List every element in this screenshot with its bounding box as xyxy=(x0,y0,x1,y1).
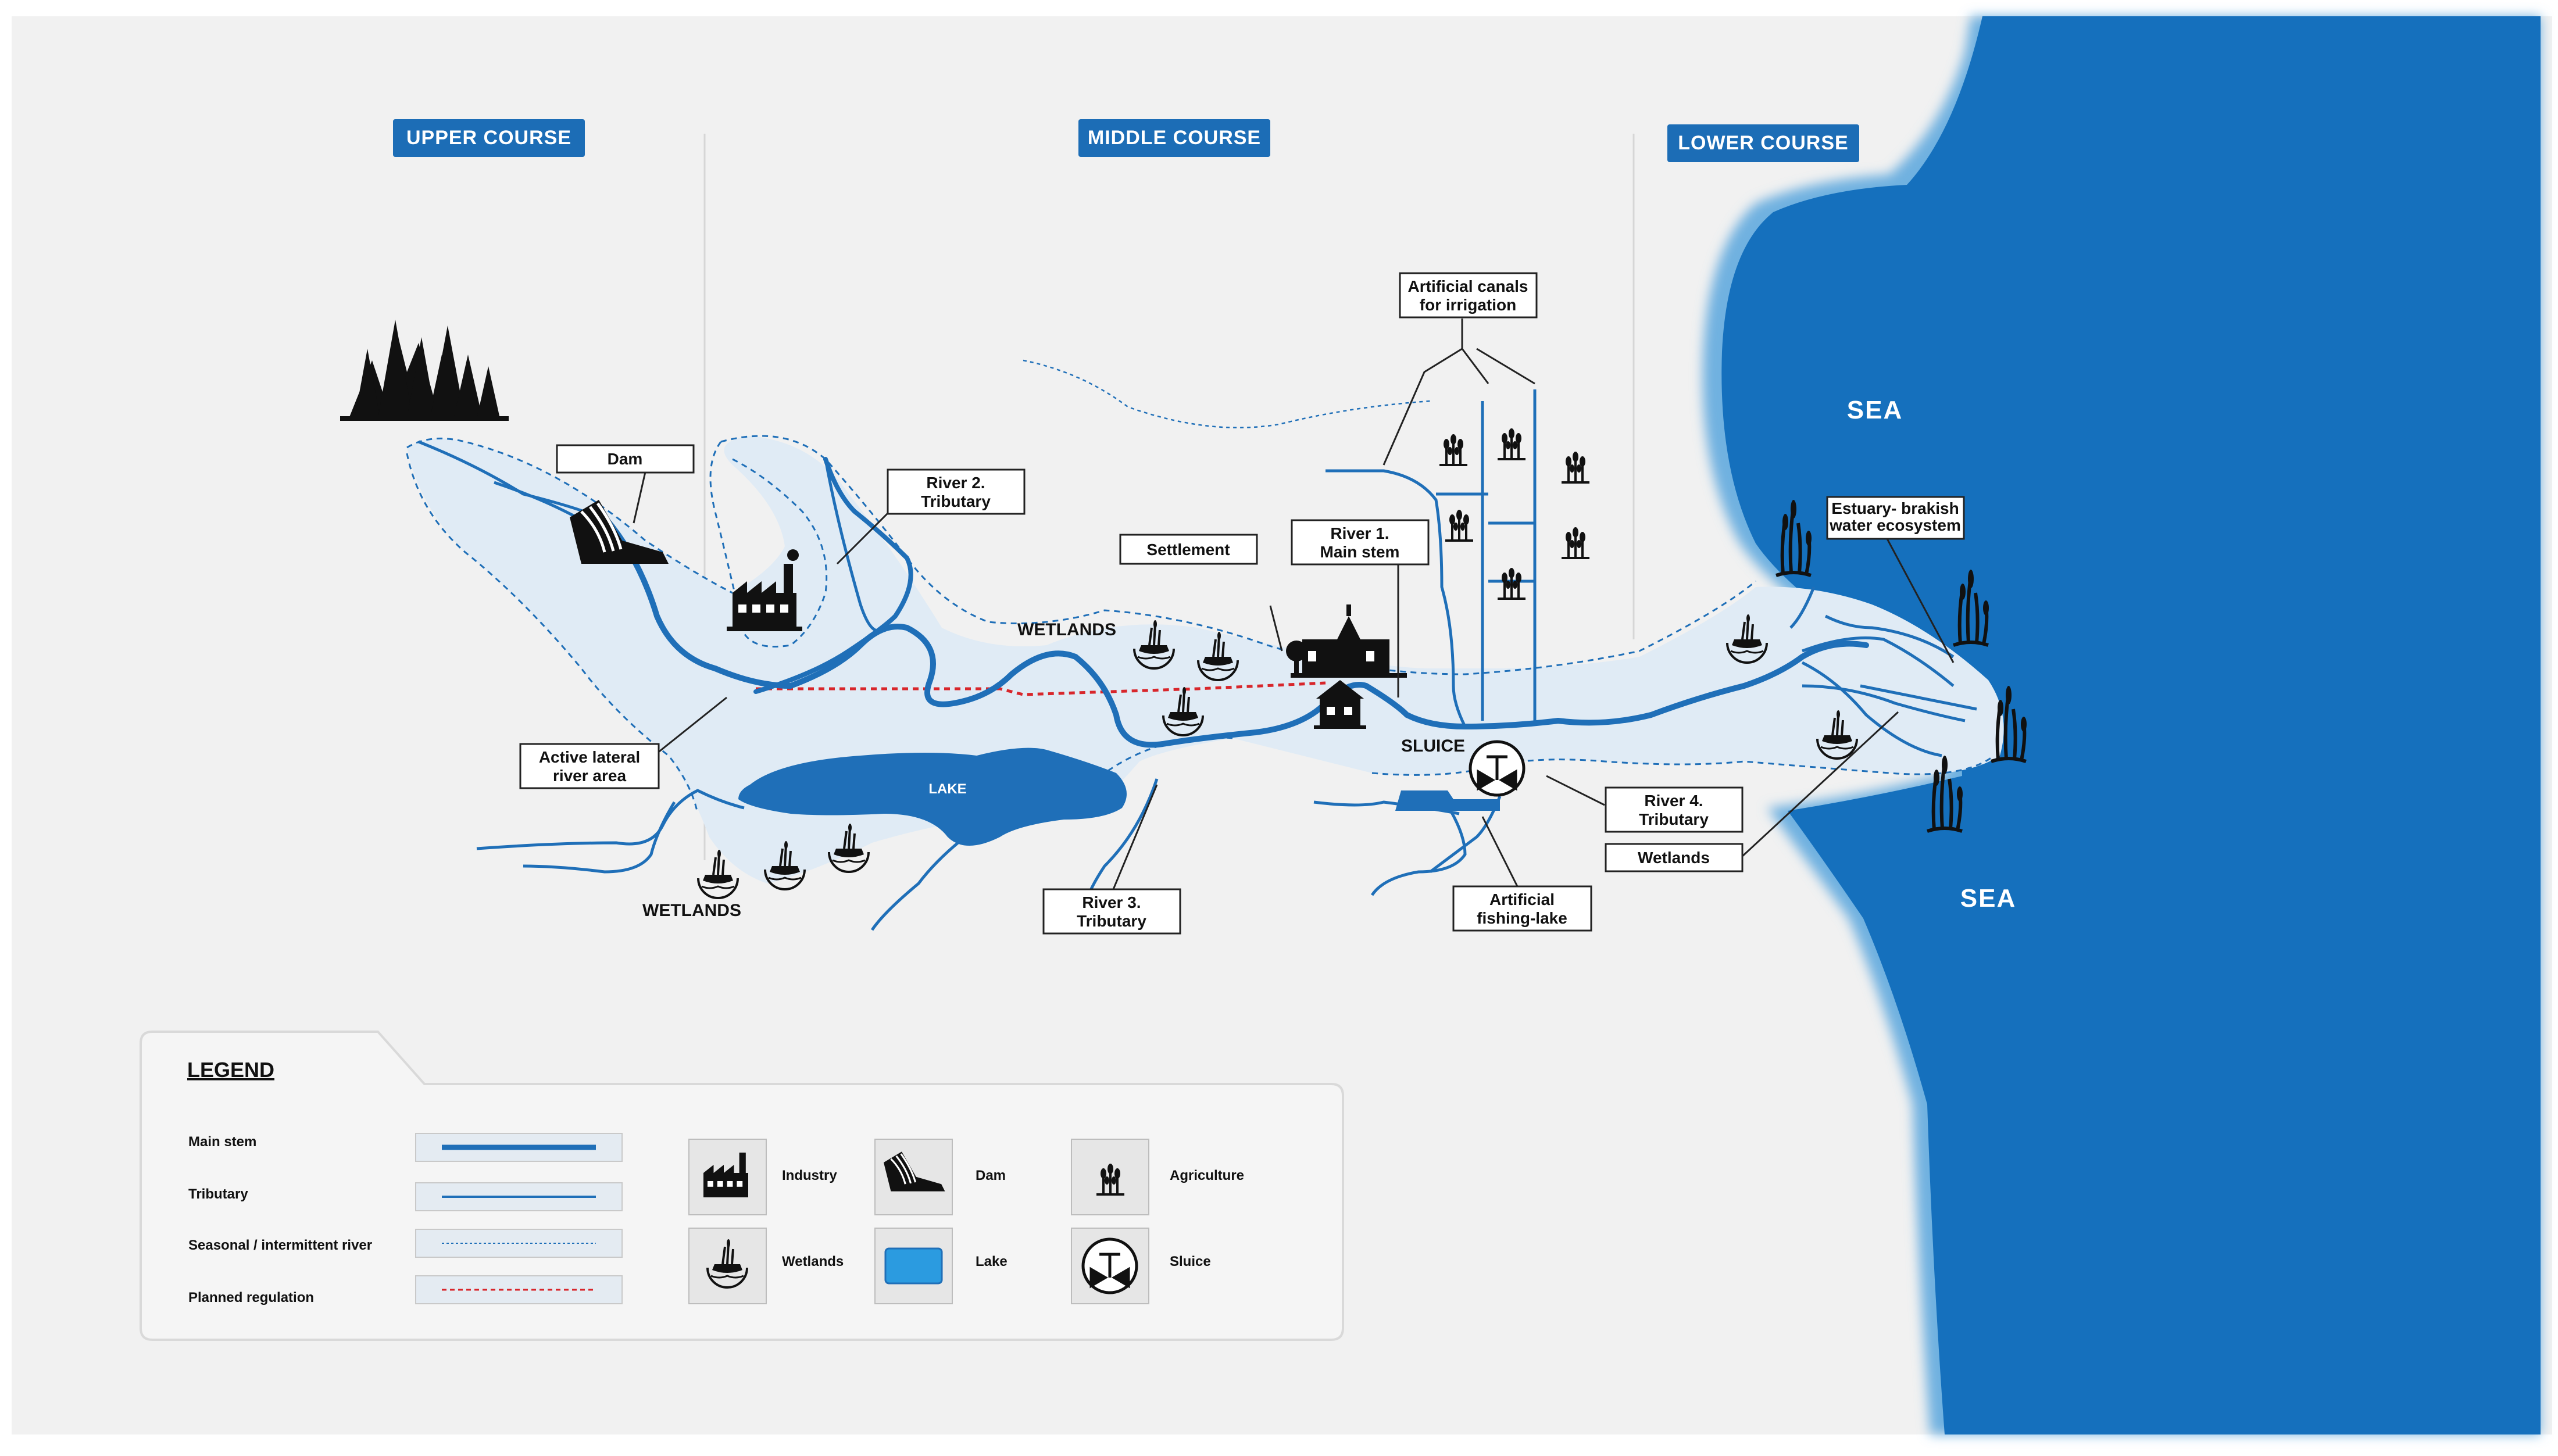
legend-planned-label: Planned regulation xyxy=(188,1290,314,1305)
legend-agriculture-label: Agriculture xyxy=(1170,1168,1244,1183)
callout-active-line2: river area xyxy=(553,767,627,785)
callout-canals-line2: for irrigation xyxy=(1420,296,1516,314)
callout-estuary: Estuary- brakish water ecosystem xyxy=(1826,496,1965,540)
callout-river1-line1: River 1. xyxy=(1330,524,1389,542)
legend-dam-label: Dam xyxy=(976,1168,1006,1183)
sluice-icon xyxy=(1469,740,1525,797)
callout-river2: River 2. Tributary xyxy=(887,468,1026,515)
sea-area: SEA SEA xyxy=(1702,16,2541,1434)
forest-icon xyxy=(340,320,509,421)
middle-course-label: MIDDLE COURSE xyxy=(1088,127,1261,149)
sea-label-bottom: SEA xyxy=(1960,884,2016,913)
middle-course-header: MIDDLE COURSE xyxy=(1078,119,1270,157)
legend-sluice-label: Sluice xyxy=(1170,1254,1211,1269)
wetlands-label-middle: WETLANDS xyxy=(1017,620,1116,639)
callout-dam-text: Dam xyxy=(608,450,643,468)
callout-fishing-line1: Artificial xyxy=(1489,890,1555,908)
settlement-icon xyxy=(1286,604,1407,678)
callout-active-line1: Active lateral xyxy=(539,748,640,766)
callout-river4-line2: Tributary xyxy=(1639,810,1709,828)
callout-river3-line1: River 3. xyxy=(1082,893,1141,911)
legend-sluice-icon xyxy=(1081,1237,1138,1294)
legend-wetlands-label: Wetlands xyxy=(782,1254,844,1269)
dam-icon xyxy=(570,500,669,564)
wetlands-label-lower: WETLANDS xyxy=(642,901,741,920)
callout-fishing-lake: Artificial fishing-lake xyxy=(1452,885,1592,932)
callout-river4: River 4. Tributary xyxy=(1605,786,1744,833)
planned-regulation-line xyxy=(756,681,1326,696)
callout-settlement-text: Settlement xyxy=(1146,541,1230,559)
callout-wetlands-text: Wetlands xyxy=(1638,849,1710,867)
legend-lake-label: Lake xyxy=(976,1254,1008,1269)
callout-wetlands: Wetlands xyxy=(1605,843,1744,872)
callout-river2-line2: Tributary xyxy=(921,492,991,510)
callout-river1: River 1. Main stem xyxy=(1291,519,1430,566)
legend-lake-swatch xyxy=(884,1247,943,1285)
lake-label: LAKE xyxy=(928,781,966,797)
floodplain-boundary-upper xyxy=(406,435,1756,675)
callout-canals-line1: Artificial canals xyxy=(1408,277,1528,295)
callout-estuary-line1: Estuary- brakish xyxy=(1831,499,1959,517)
callout-canals: Artificial canals for irrigation xyxy=(1399,272,1538,319)
callout-river3: River 3. Tributary xyxy=(1042,888,1181,935)
sea-label-top: SEA xyxy=(1847,396,1903,424)
house-icon xyxy=(1314,680,1366,729)
legend-tributary-label: Tributary xyxy=(188,1186,248,1202)
lower-course-label: LOWER COURSE xyxy=(1678,132,1848,154)
lower-course-header: LOWER COURSE xyxy=(1667,124,1859,162)
legend-main-stem-label: Main stem xyxy=(188,1134,256,1150)
seasonal-river xyxy=(1023,359,1431,428)
callout-estuary-line2: water ecosystem xyxy=(1829,516,1961,534)
lake: LAKE xyxy=(738,747,1127,846)
callout-dam: Dam xyxy=(556,444,695,474)
legend-seasonal-label: Seasonal / intermittent river xyxy=(188,1237,372,1253)
factory-icon xyxy=(727,549,802,631)
legend-industry-icon xyxy=(703,1153,748,1197)
callout-active-area: Active lateral river area xyxy=(519,743,660,789)
sluice-label: SLUICE xyxy=(1401,736,1465,756)
tributary-zone-boundary xyxy=(709,441,828,647)
callout-settlement: Settlement xyxy=(1119,534,1258,565)
callout-river4-line1: River 4. xyxy=(1644,792,1703,810)
callout-river3-line2: Tributary xyxy=(1077,912,1146,930)
tributaries xyxy=(418,389,1977,931)
upper-course-header: UPPER COURSE xyxy=(393,119,585,157)
callout-river1-line2: Main stem xyxy=(1320,543,1400,561)
legend-industry-label: Industry xyxy=(782,1168,837,1183)
callout-river2-line1: River 2. xyxy=(926,474,985,492)
fishing-lake xyxy=(1395,790,1500,811)
legend-dam-icon xyxy=(884,1151,945,1192)
legend-title: LEGEND xyxy=(187,1058,274,1082)
upper-course-label: UPPER COURSE xyxy=(406,127,571,149)
callout-fishing-line2: fishing-lake xyxy=(1477,909,1567,927)
upper-tributary-river xyxy=(753,457,913,694)
main-stem-river xyxy=(602,514,1869,748)
callout-leaders xyxy=(633,319,1955,890)
legend-panel: LEGEND Main stem Tributary Seasonal / in… xyxy=(140,1031,1344,1341)
